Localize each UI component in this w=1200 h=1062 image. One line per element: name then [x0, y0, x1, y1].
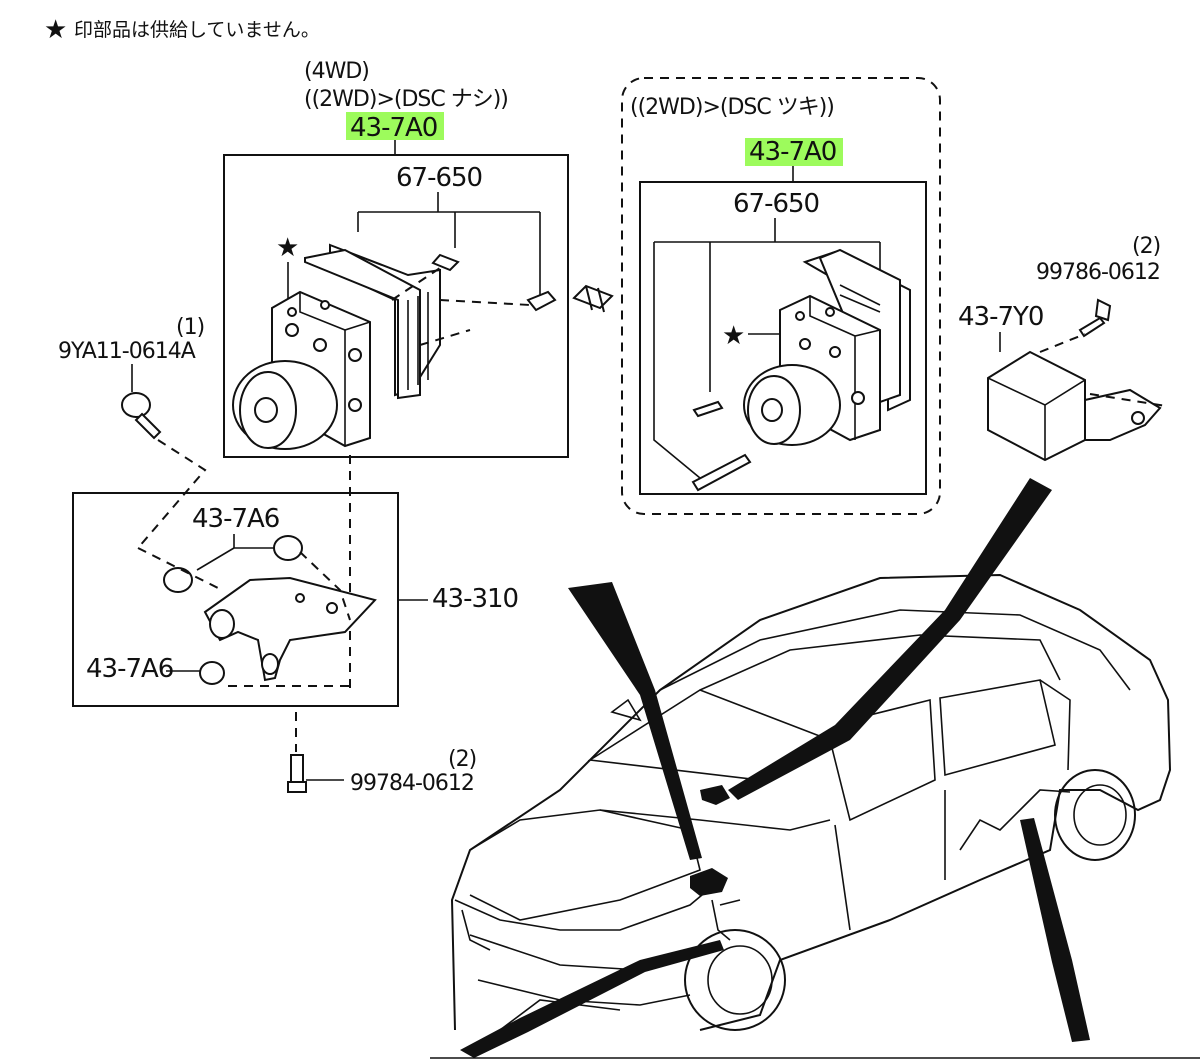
- right-unit-group: ((2WD)>(DSC ツキ)) 43-7A0 67-650 ★: [621, 77, 941, 515]
- right-bolt-number[interactable]: 99786-0612: [1036, 260, 1161, 285]
- bracket-group: 43-310 43-7A6 43-7A6: [72, 492, 519, 707]
- right-sub-part[interactable]: 67-650: [733, 189, 820, 219]
- bottom-bolt-number[interactable]: 99784-0612: [350, 771, 475, 796]
- left-bolt-group: (1) 9YA11-0614A: [58, 315, 207, 549]
- left-part-number[interactable]: 43-7A0: [350, 113, 438, 143]
- right-unit-dashed-frame: [621, 77, 941, 515]
- right-bolt-icon: [1078, 298, 1112, 338]
- right-part-highlight: [745, 138, 843, 166]
- bracket-number[interactable]: 43-310: [432, 584, 519, 614]
- leader-pointers: [460, 478, 1090, 1058]
- bottom-bolt-qty: (2): [448, 747, 476, 772]
- bushing-upper-icon: [163, 535, 303, 593]
- sensor-group: (2) 99786-0612 43-7Y0: [958, 234, 1167, 462]
- sensor-number[interactable]: 43-7Y0: [958, 302, 1044, 332]
- car-abs-location[interactable]: [690, 868, 728, 896]
- left-bolt-qty: (1): [176, 315, 204, 340]
- right-hydraulic-unit[interactable]: [691, 248, 911, 492]
- bottom-bolt-group: (2) 99784-0612: [287, 712, 477, 796]
- right-star-icon: ★: [722, 321, 744, 351]
- left-part-highlight: [346, 112, 444, 140]
- bushing-upper-number[interactable]: 43-7A6: [192, 504, 280, 534]
- left-hydraulic-unit[interactable]: [232, 243, 557, 450]
- bushing-lower-icon: [199, 661, 225, 685]
- bottom-bolt-icon: [287, 754, 307, 793]
- bushing-lower-number[interactable]: 43-7A6: [86, 654, 174, 684]
- note-text: 印部品は供給していません。: [74, 19, 320, 41]
- left-unit-box: [223, 154, 569, 458]
- right-part-number[interactable]: 43-7A0: [749, 137, 837, 167]
- left-bolt-icon: [121, 392, 162, 440]
- bracket-part[interactable]: [203, 576, 377, 682]
- star-icon: ★: [44, 15, 66, 45]
- car-sensor-location[interactable]: [700, 785, 730, 805]
- car-illustration: [430, 573, 1200, 1059]
- right-unit-box: [639, 181, 927, 495]
- left-variant-line2: ((2WD)>(DSC ナシ)): [304, 87, 508, 112]
- right-variant-line1: ((2WD)>(DSC ツキ)): [630, 95, 834, 120]
- interchange-icon: [572, 284, 614, 313]
- sensor-module[interactable]: [987, 350, 1162, 462]
- left-star-icon: ★: [276, 233, 298, 263]
- left-variant-line1: (4WD): [304, 59, 369, 84]
- left-unit-group: (4WD) ((2WD)>(DSC ナシ)) 43-7A0 67-650 ★: [223, 59, 569, 690]
- left-sub-part[interactable]: 67-650: [396, 163, 483, 193]
- right-bolt-qty: (2): [1132, 234, 1160, 259]
- header-note: ★ 印部品は供給していません。: [44, 15, 320, 45]
- left-bolt-number[interactable]: 9YA11-0614A: [58, 339, 197, 364]
